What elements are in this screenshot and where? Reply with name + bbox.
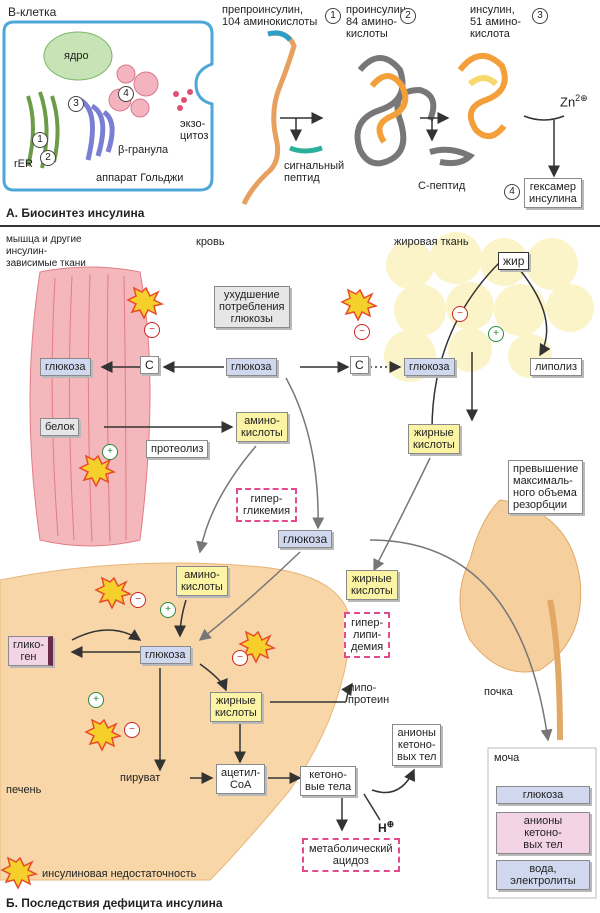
b-cell-label: B-клетка xyxy=(8,5,57,19)
kidney-label: почка xyxy=(484,686,513,698)
minus-marker-glycogen: − xyxy=(130,592,146,608)
glucose-blood-box: глюкоза xyxy=(226,358,277,376)
step-1: 1 xyxy=(325,8,341,24)
step-3: 3 xyxy=(532,8,548,24)
flow-arrows xyxy=(70,261,553,832)
liver-label: печень xyxy=(6,784,42,796)
c-transporter-right: С xyxy=(350,356,369,374)
lipoprotein-label: липо-протеин xyxy=(348,682,390,706)
h-plus-label: H⊕ xyxy=(378,819,395,835)
lipolysis-box: липолиз xyxy=(530,358,583,376)
section-a-title: А. Биосинтез инсулина xyxy=(6,206,145,220)
insulin-label: инсулин,51 амино-кислота xyxy=(470,4,521,40)
pyruvate-label: пируват xyxy=(120,772,161,784)
proteolysis-box: протеолиз xyxy=(146,440,209,458)
insulin-deficiency-bursts xyxy=(0,286,379,890)
urine-glucose-box: глюкоза xyxy=(496,786,590,804)
nucleus-label: ядро xyxy=(64,50,89,62)
cell-step-4: 4 xyxy=(118,86,134,102)
minus-marker-liver: − xyxy=(232,650,248,666)
plus-marker-proteolysis: + xyxy=(102,444,118,460)
blood-label: кровь xyxy=(196,236,225,248)
c-transporter-left: С xyxy=(140,356,159,374)
minus-marker-lipolysis: − xyxy=(452,306,468,322)
protein-box: белок xyxy=(40,418,80,436)
proinsulin-label: проинсулин,84 амино-кислоты xyxy=(346,4,409,40)
minus-marker-pyruvate: − xyxy=(124,722,140,738)
glucose-liver-box: глюкоза xyxy=(140,646,191,664)
acetyl-coa-box: ацетил-CoA xyxy=(216,764,266,794)
cell-step-2: 2 xyxy=(40,150,56,166)
urine-water-box: вода,электролиты xyxy=(496,860,590,890)
c-peptide-label: С-пептид xyxy=(418,180,466,192)
exocytosis-label: экзо-цитоз xyxy=(180,118,209,142)
zinc-label: Zn2⊕ xyxy=(560,93,588,110)
muscle-tissue xyxy=(29,266,151,547)
kidney-tissue xyxy=(459,499,582,741)
hyperglycemia-box: гипер-гликемия xyxy=(236,488,298,522)
peptide-chains xyxy=(241,30,508,206)
golgi-label: аппарат Гольджи xyxy=(96,172,184,184)
cell-step-3: 3 xyxy=(68,96,84,112)
step-2: 2 xyxy=(400,8,416,24)
cell-step-1: 1 xyxy=(32,132,48,148)
plus-marker-glycogenolysis: + xyxy=(160,602,176,618)
plus-marker-lipolysis: + xyxy=(488,326,504,342)
amino-acids-box-2: амино-кислоты xyxy=(176,566,228,596)
preproinsulin-label: препроинсулин,104 аминокислоты xyxy=(222,4,318,28)
hyperlipidemia-box: гипер-липи-демия xyxy=(344,612,391,658)
b-cell xyxy=(2,20,214,192)
fat-tissue-label: жировая ткань xyxy=(394,236,469,248)
minus-marker-fat: − xyxy=(354,324,370,340)
glucose-muscle-box: глюкоза xyxy=(40,358,91,376)
rer-label: rER xyxy=(14,158,33,170)
fat-box: жир xyxy=(498,252,530,270)
granule-label: β-гранула xyxy=(118,144,169,156)
step-4: 4 xyxy=(504,184,520,200)
plus-marker-gluconeogenesis: + xyxy=(88,692,104,708)
section-b-title: Б. Последствия дефицита инсулина xyxy=(6,896,223,910)
minus-marker-muscle: − xyxy=(144,322,160,338)
amino-acids-box-1: амино-кислоты xyxy=(236,412,288,442)
glucose-kidney-box: глюкоза xyxy=(278,530,333,548)
glucose-fat-box: глюкоза xyxy=(404,358,455,376)
urine-label: моча xyxy=(494,752,520,764)
ketone-bodies-box: кетоно-вые тела xyxy=(300,766,357,796)
legend-insulin-deficiency: инсулиновая недостаточность xyxy=(42,868,197,880)
fat-tissue xyxy=(384,232,594,382)
glycogen-box: глико-ген xyxy=(8,636,54,666)
